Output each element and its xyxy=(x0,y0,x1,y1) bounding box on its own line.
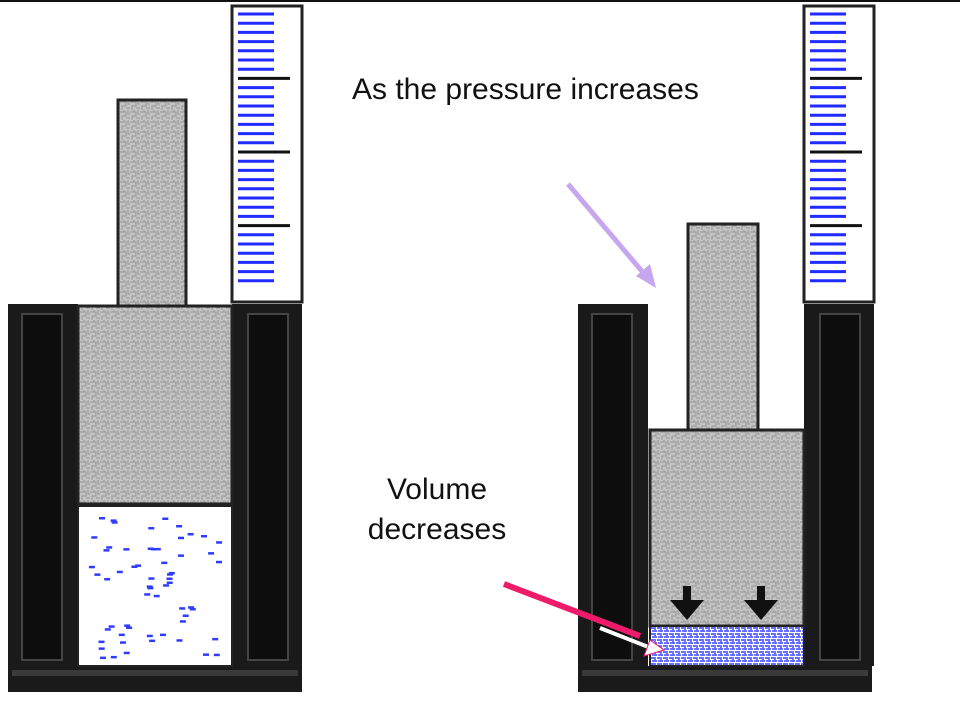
gas-particle xyxy=(146,585,153,588)
gas-particle xyxy=(110,519,117,522)
gas-particle xyxy=(163,584,170,587)
gas-particle xyxy=(167,573,173,576)
gas-particle xyxy=(126,626,133,629)
gas-particle xyxy=(99,517,105,520)
left-piston-head xyxy=(76,304,234,506)
gas-particle xyxy=(212,637,219,641)
gas-particle xyxy=(179,607,186,610)
gas-particle xyxy=(166,581,173,584)
right-gas-chamber xyxy=(649,625,805,667)
gas-particle xyxy=(123,651,130,655)
gas-particle xyxy=(98,647,105,650)
left-piston-rod xyxy=(116,98,188,308)
right-apparatus xyxy=(578,4,876,692)
gas-particle xyxy=(131,565,138,568)
right-piston-head xyxy=(648,428,806,628)
gas-particle xyxy=(108,625,115,628)
gas-particle xyxy=(179,620,186,623)
gas-particle xyxy=(120,641,126,644)
gas-particle xyxy=(104,578,111,581)
gas-particle xyxy=(148,527,155,530)
gas-particle xyxy=(100,656,106,660)
gas-particle xyxy=(189,608,196,611)
gas-particle xyxy=(188,606,195,609)
gas-particle xyxy=(149,639,156,643)
gas-particle xyxy=(201,535,207,538)
gas-particle xyxy=(116,570,123,574)
gas-particle xyxy=(98,640,105,644)
gas-particle xyxy=(147,547,154,550)
gas-particle xyxy=(161,561,168,565)
right-ruler-ticks xyxy=(810,12,862,283)
gas-particle xyxy=(94,573,101,576)
volume-decreases-label: Volume decreases xyxy=(340,470,534,550)
gas-particle xyxy=(111,521,118,524)
pressure-arrow-icon xyxy=(566,182,656,288)
gas-particle xyxy=(106,546,113,549)
gas-particle xyxy=(168,571,175,575)
left-apparatus xyxy=(8,4,304,692)
left-cylinder-base xyxy=(8,666,302,692)
volume-arrow-icon xyxy=(502,581,666,657)
gas-particle xyxy=(135,564,142,567)
gas-particle xyxy=(153,594,160,598)
gas-particle xyxy=(166,577,173,580)
gas-particle xyxy=(144,593,151,596)
gas-particle xyxy=(91,536,98,539)
left-gas-particles xyxy=(88,517,223,660)
left-gas-chamber xyxy=(77,505,233,667)
gas-particle xyxy=(151,548,158,551)
gas-particle xyxy=(123,548,130,551)
gas-particle xyxy=(182,614,189,617)
gas-particle xyxy=(154,547,161,551)
left-ruler-ticks xyxy=(238,12,290,283)
gas-particle xyxy=(187,533,194,536)
gas-particle xyxy=(176,525,183,528)
right-piston-rod xyxy=(686,222,760,432)
gas-particle xyxy=(146,634,153,638)
gas-particle xyxy=(148,577,155,580)
gas-particle xyxy=(124,624,131,627)
down-arrow-icon xyxy=(670,586,704,620)
gas-particle xyxy=(178,554,184,557)
gas-particle xyxy=(104,628,111,631)
gas-particle xyxy=(110,655,117,659)
gas-particle xyxy=(216,560,222,564)
gas-particle xyxy=(88,565,95,569)
gas-particle xyxy=(176,639,183,642)
volume-label-line-1: Volume xyxy=(386,473,488,506)
gas-particle xyxy=(103,549,110,552)
pressure-increases-label: As the pressure increases xyxy=(352,73,699,106)
gas-particle xyxy=(178,536,184,540)
gas-particle xyxy=(162,517,169,520)
gas-particle xyxy=(216,541,223,544)
gas-particle xyxy=(208,552,215,555)
right-cylinder-base xyxy=(578,666,872,692)
volume-label-line-2: decreases xyxy=(367,513,507,546)
gas-particle xyxy=(203,653,209,656)
gas-particle xyxy=(147,586,154,590)
gas-particle xyxy=(118,633,125,637)
gas-particle xyxy=(213,653,220,657)
gas-particle xyxy=(160,633,166,637)
down-arrow-icon xyxy=(744,586,778,620)
